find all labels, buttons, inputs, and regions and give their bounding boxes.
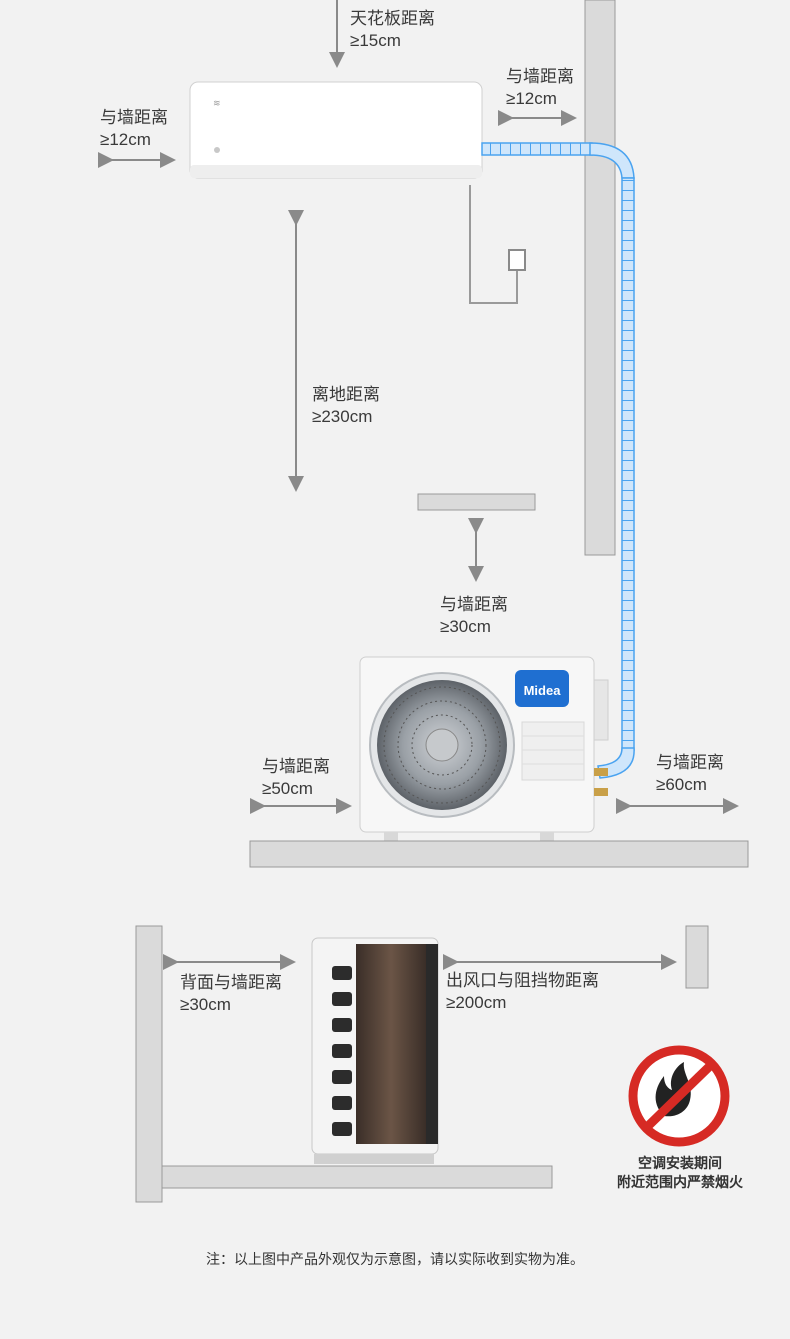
fire-warning-text: 空调安装期间 附近范围内严禁烟火 [617, 1155, 743, 1190]
outdoor-left-distance-label: 与墙距离 ≥50cm [262, 757, 330, 798]
outdoor-unit-side [311, 937, 439, 1164]
right-wall [584, 0, 616, 556]
no-fire-icon [628, 1045, 730, 1147]
ceiling-distance-label: 天花板距离 ≥15cm [350, 9, 435, 50]
outlet-distance-label: 出风口与阻挡物距离 ≥200cm [446, 971, 599, 1012]
outdoor-top-distance-label: 与墙距离 ≥30cm [440, 595, 508, 636]
left-wall-distance-label: 与墙距离 ≥12cm [100, 108, 168, 149]
rear-wall-distance-label: 背面与墙距离 ≥30cm [180, 973, 282, 1014]
drain-pipe [469, 185, 518, 304]
svg-text:≋: ≋ [213, 98, 221, 108]
pipe-valve [594, 768, 608, 776]
overhead-wall-slab [417, 493, 536, 511]
brand-badge [515, 670, 569, 707]
brand-logo-text: Midea [524, 683, 562, 698]
refrigerant-pipe-vertical [621, 177, 635, 751]
right-wall-distance-label: 与墙距离 ≥12cm [506, 67, 574, 108]
rear-wall [135, 925, 163, 1203]
indoor-unit: ≋ [189, 81, 483, 179]
outdoor-right-distance-label: 与墙距离 ≥60cm [656, 753, 724, 794]
floor-distance-label: 离地距离 ≥230cm [312, 385, 380, 426]
socket-box [508, 249, 526, 271]
disclaimer-note: 注：以上图中产品外观仅为示意图，请以实际收到实物为准。 [206, 1251, 584, 1267]
outdoor-unit-front [359, 656, 609, 842]
pipe-valve [594, 788, 608, 796]
refrigerant-pipe-horizontal [481, 142, 593, 156]
obstacle-wall [685, 925, 709, 989]
side-ground [161, 1165, 553, 1189]
ground-slab [249, 840, 749, 868]
